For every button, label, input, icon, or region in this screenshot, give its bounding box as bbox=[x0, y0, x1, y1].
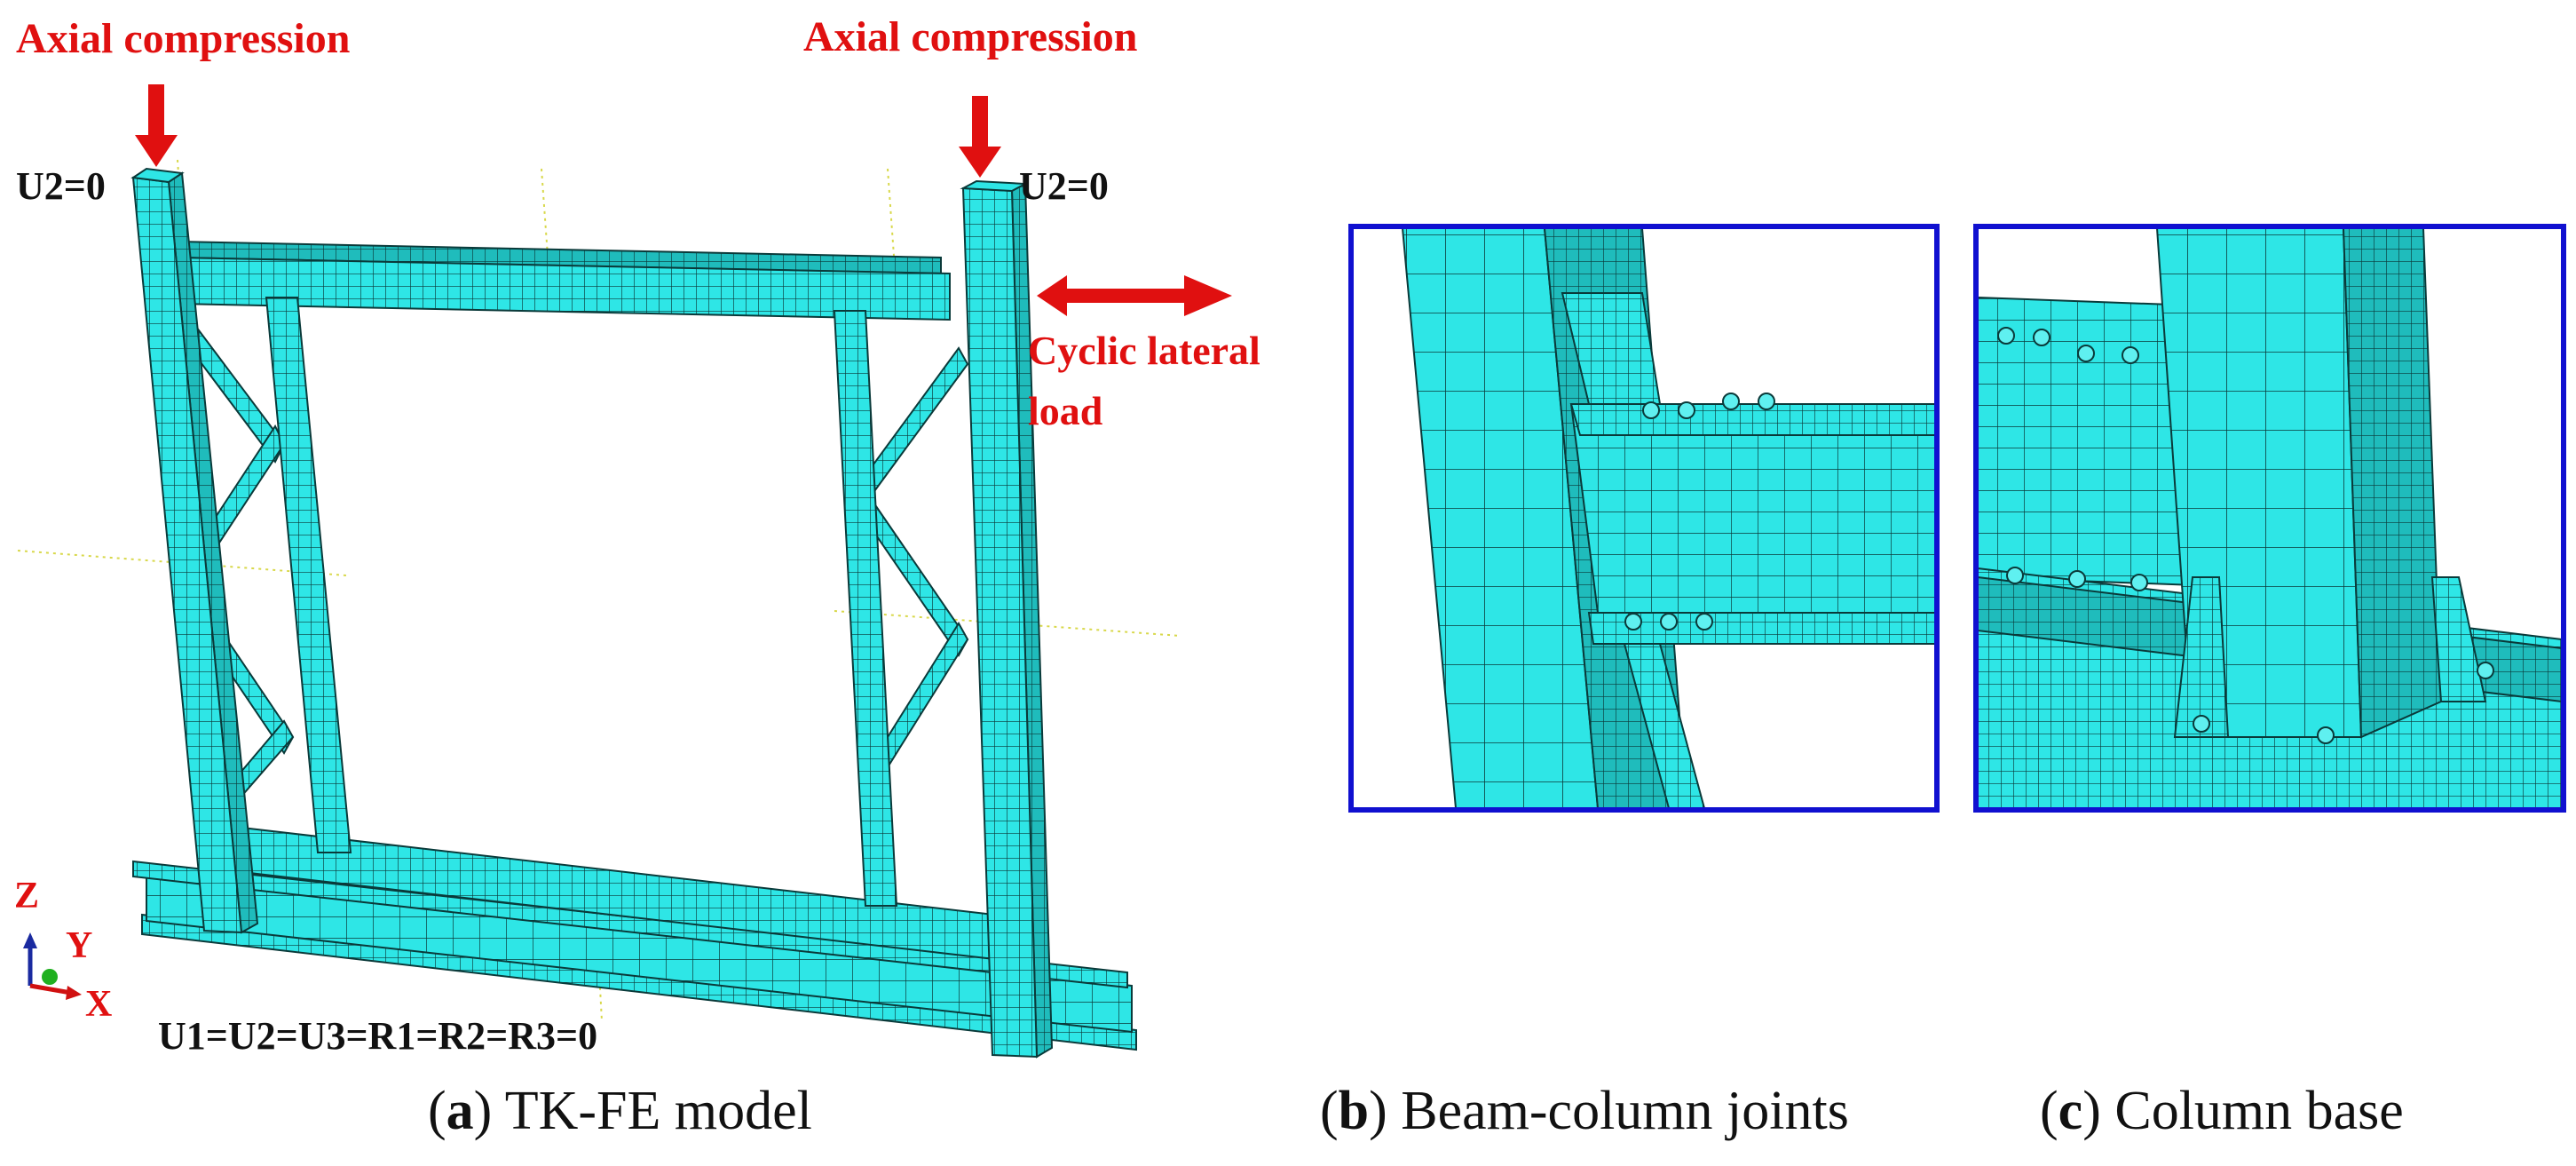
coordinate-axes-icon bbox=[23, 932, 82, 1000]
caption-a-text: TK-FE model bbox=[492, 1081, 812, 1141]
cyclic-lateral-load-label-line2: load bbox=[1028, 388, 1103, 433]
caption-c-text: Column base bbox=[2100, 1081, 2404, 1141]
caption-c-letter: c bbox=[2058, 1081, 2083, 1141]
axial-compression-label-right: Axial compression bbox=[803, 13, 1138, 60]
inset-column-base bbox=[1973, 224, 2566, 813]
axial-load-arrow-right bbox=[959, 96, 1001, 178]
boundary-condition-top-right: U2=0 bbox=[1019, 164, 1109, 208]
cyclic-lateral-load-label-line1: Cyclic lateral bbox=[1028, 328, 1260, 373]
caption-a-letter: a bbox=[446, 1081, 474, 1141]
left-inner-column bbox=[265, 297, 352, 853]
caption-b-text: Beam-column joints bbox=[1387, 1081, 1849, 1141]
axial-load-arrow-left bbox=[135, 84, 178, 167]
left-column-top bbox=[130, 167, 185, 184]
axis-y-label: Y bbox=[66, 925, 93, 966]
cyclic-lateral-load-arrow bbox=[1037, 275, 1232, 316]
axis-z-label: Z bbox=[14, 876, 40, 916]
right-inner-column bbox=[833, 310, 898, 907]
right-column-top bbox=[960, 179, 1029, 193]
inset-beam-column-joint bbox=[1348, 224, 1940, 813]
caption-panel-a: (a) TK-FE model bbox=[428, 1081, 812, 1141]
fe-frame-model bbox=[17, 159, 1181, 1059]
boundary-condition-base: U1=U2=U3=R1=R2=R3=0 bbox=[158, 1014, 598, 1058]
caption-panel-b: (b) Beam-column joints bbox=[1320, 1081, 1849, 1141]
boundary-condition-top-left: U2=0 bbox=[16, 164, 106, 208]
caption-b-letter: b bbox=[1338, 1081, 1370, 1141]
axial-compression-label-left: Axial compression bbox=[16, 15, 351, 62]
caption-panel-c: (c) Column base bbox=[2040, 1081, 2404, 1141]
axis-x-label: X bbox=[85, 984, 113, 1025]
